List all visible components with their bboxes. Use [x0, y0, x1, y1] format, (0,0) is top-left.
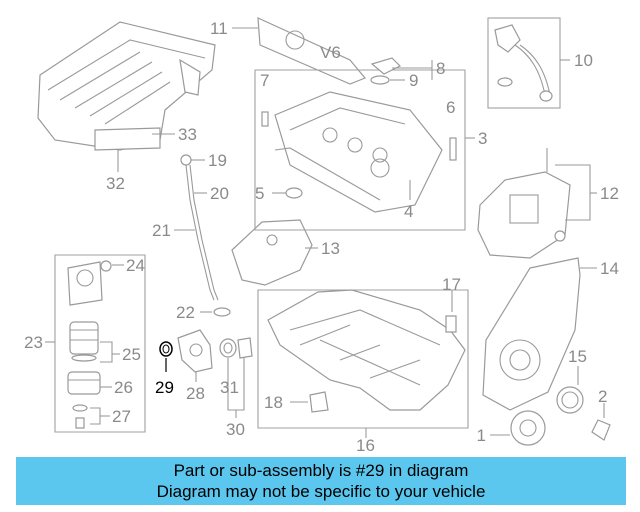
callout-17: 17: [442, 275, 461, 294]
callout-33: 33: [178, 125, 197, 144]
callout-2: 2: [598, 387, 607, 406]
oil-cooler-adapter: [177, 329, 213, 373]
crank-bolt: [591, 419, 611, 441]
callout-20: 20: [210, 184, 229, 203]
callout-21: 21: [152, 221, 171, 240]
callout-19: 19: [208, 151, 227, 170]
bolt: [261, 111, 269, 127]
o-ring-29: [159, 341, 173, 357]
oil-pan: [267, 289, 466, 411]
dipstick-assembly: [180, 154, 231, 317]
cover-plate: [231, 219, 313, 286]
callout-18: 18: [264, 393, 283, 412]
oil-filter-cap: [67, 371, 101, 395]
valve-cover: [274, 91, 443, 213]
drain-plug: [309, 391, 329, 413]
front-cover: [482, 257, 581, 411]
callout-7: 7: [260, 71, 269, 90]
callout-16: 16: [356, 436, 375, 455]
crank-pulley: [510, 410, 546, 446]
intake-manifold: [37, 21, 216, 151]
callout-15: 15: [568, 347, 587, 366]
callout-8: 8: [436, 59, 445, 78]
callout-30: 30: [226, 420, 245, 439]
callout-6: 6: [446, 98, 455, 117]
callout-26: 26: [114, 378, 133, 397]
callout-22: 22: [176, 303, 195, 322]
parts-diagram: V6: [24, 17, 619, 455]
callout-32: 32: [106, 174, 125, 193]
oil-filter-housing-cap: [67, 260, 112, 306]
callout-28: 28: [186, 384, 205, 403]
callout-23: 23: [24, 333, 43, 352]
plug: [237, 337, 253, 359]
callout-11: 11: [210, 19, 228, 38]
engine-cover-label: V6: [320, 43, 341, 62]
callout-labels: 1 2 3 4 5 6 7 8 9 10 11 12 13 14 15 16 1…: [24, 19, 619, 455]
callout-13: 13: [321, 239, 340, 258]
callout-4: 4: [404, 202, 413, 221]
callout-29: 29: [155, 378, 174, 397]
bolt: [449, 137, 457, 161]
callout-9: 9: [409, 71, 418, 90]
front-seal: [556, 386, 584, 414]
grommet: [285, 187, 303, 199]
info-banner: Part or sub-assembly is #29 in diagram D…: [16, 457, 626, 505]
callout-3: 3: [478, 129, 487, 148]
callout-1: 1: [477, 426, 486, 445]
seal-ring: [219, 338, 237, 358]
breather-box: [487, 17, 561, 109]
callout-12: 12: [600, 184, 619, 203]
sensor: [445, 315, 457, 333]
drain-screw-seal: [72, 404, 88, 429]
valve-cover-group-box: [254, 69, 466, 231]
oil-filter-element: [69, 321, 99, 362]
oil-filter-housing: [477, 148, 571, 259]
oil-filler-cap: [370, 57, 402, 75]
callout-14: 14: [600, 259, 619, 278]
callout-24: 24: [126, 256, 145, 275]
callout-27: 27: [112, 407, 131, 426]
oil-pan-box: [257, 289, 469, 429]
banner-line-2: Diagram may not be specific to your vehi…: [156, 482, 486, 501]
callout-25: 25: [122, 345, 141, 364]
cap-seal: [370, 75, 390, 85]
oil-filter-box: [54, 254, 146, 433]
breather-hose: [494, 24, 553, 102]
callout-31: 31: [220, 378, 239, 397]
callout-5: 5: [255, 184, 264, 203]
engine-cover: V6: [257, 17, 366, 85]
banner-line-1: Part or sub-assembly is #29 in diagram: [173, 461, 469, 480]
callout-10: 10: [574, 51, 593, 70]
